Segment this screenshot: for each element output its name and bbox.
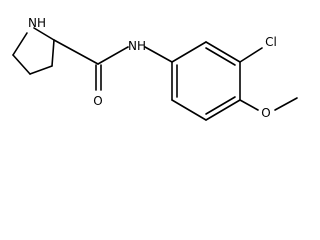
bond-o-methyl <box>274 97 298 111</box>
bond-c4-c5 <box>12 54 31 75</box>
bond-c3-c4 <box>29 65 53 75</box>
atom-label-amide-nh: NH <box>128 39 146 53</box>
bond-ar-inner-1 <box>205 47 236 66</box>
bond-ar4-o <box>239 99 259 111</box>
chemical-structure: NH NH O Cl O <box>12 16 298 121</box>
pyrrolidine-ring <box>12 27 55 75</box>
atom-label-methoxy-o: O <box>261 106 270 120</box>
amide-group <box>53 39 173 91</box>
atom-label-carbonyl-o: O <box>93 94 102 108</box>
bond-n1-c2 <box>33 27 55 41</box>
atom-label-chloro: Cl <box>265 35 277 49</box>
bond-carbonyl-n <box>97 46 129 65</box>
bond-ar4-ar5 <box>205 99 241 121</box>
substituents <box>239 47 298 111</box>
atom-label-pyrrolidine-nh: NH <box>28 16 46 30</box>
bond-ar1-ar2 <box>171 41 207 63</box>
benzene-ring <box>171 41 241 121</box>
bond-c2-carbonyl <box>53 39 99 65</box>
atom-labels: NH NH O Cl O <box>28 16 277 120</box>
bond-ar-inner-2 <box>205 96 236 115</box>
bond-ar5-ar6 <box>171 99 207 121</box>
bond-c2-c3 <box>51 39 55 67</box>
bond-n-aryl <box>144 46 173 63</box>
bond-ar3-cl <box>239 47 263 63</box>
bond-c5-n1 <box>12 32 28 56</box>
bond-ar2-ar3 <box>205 41 241 63</box>
